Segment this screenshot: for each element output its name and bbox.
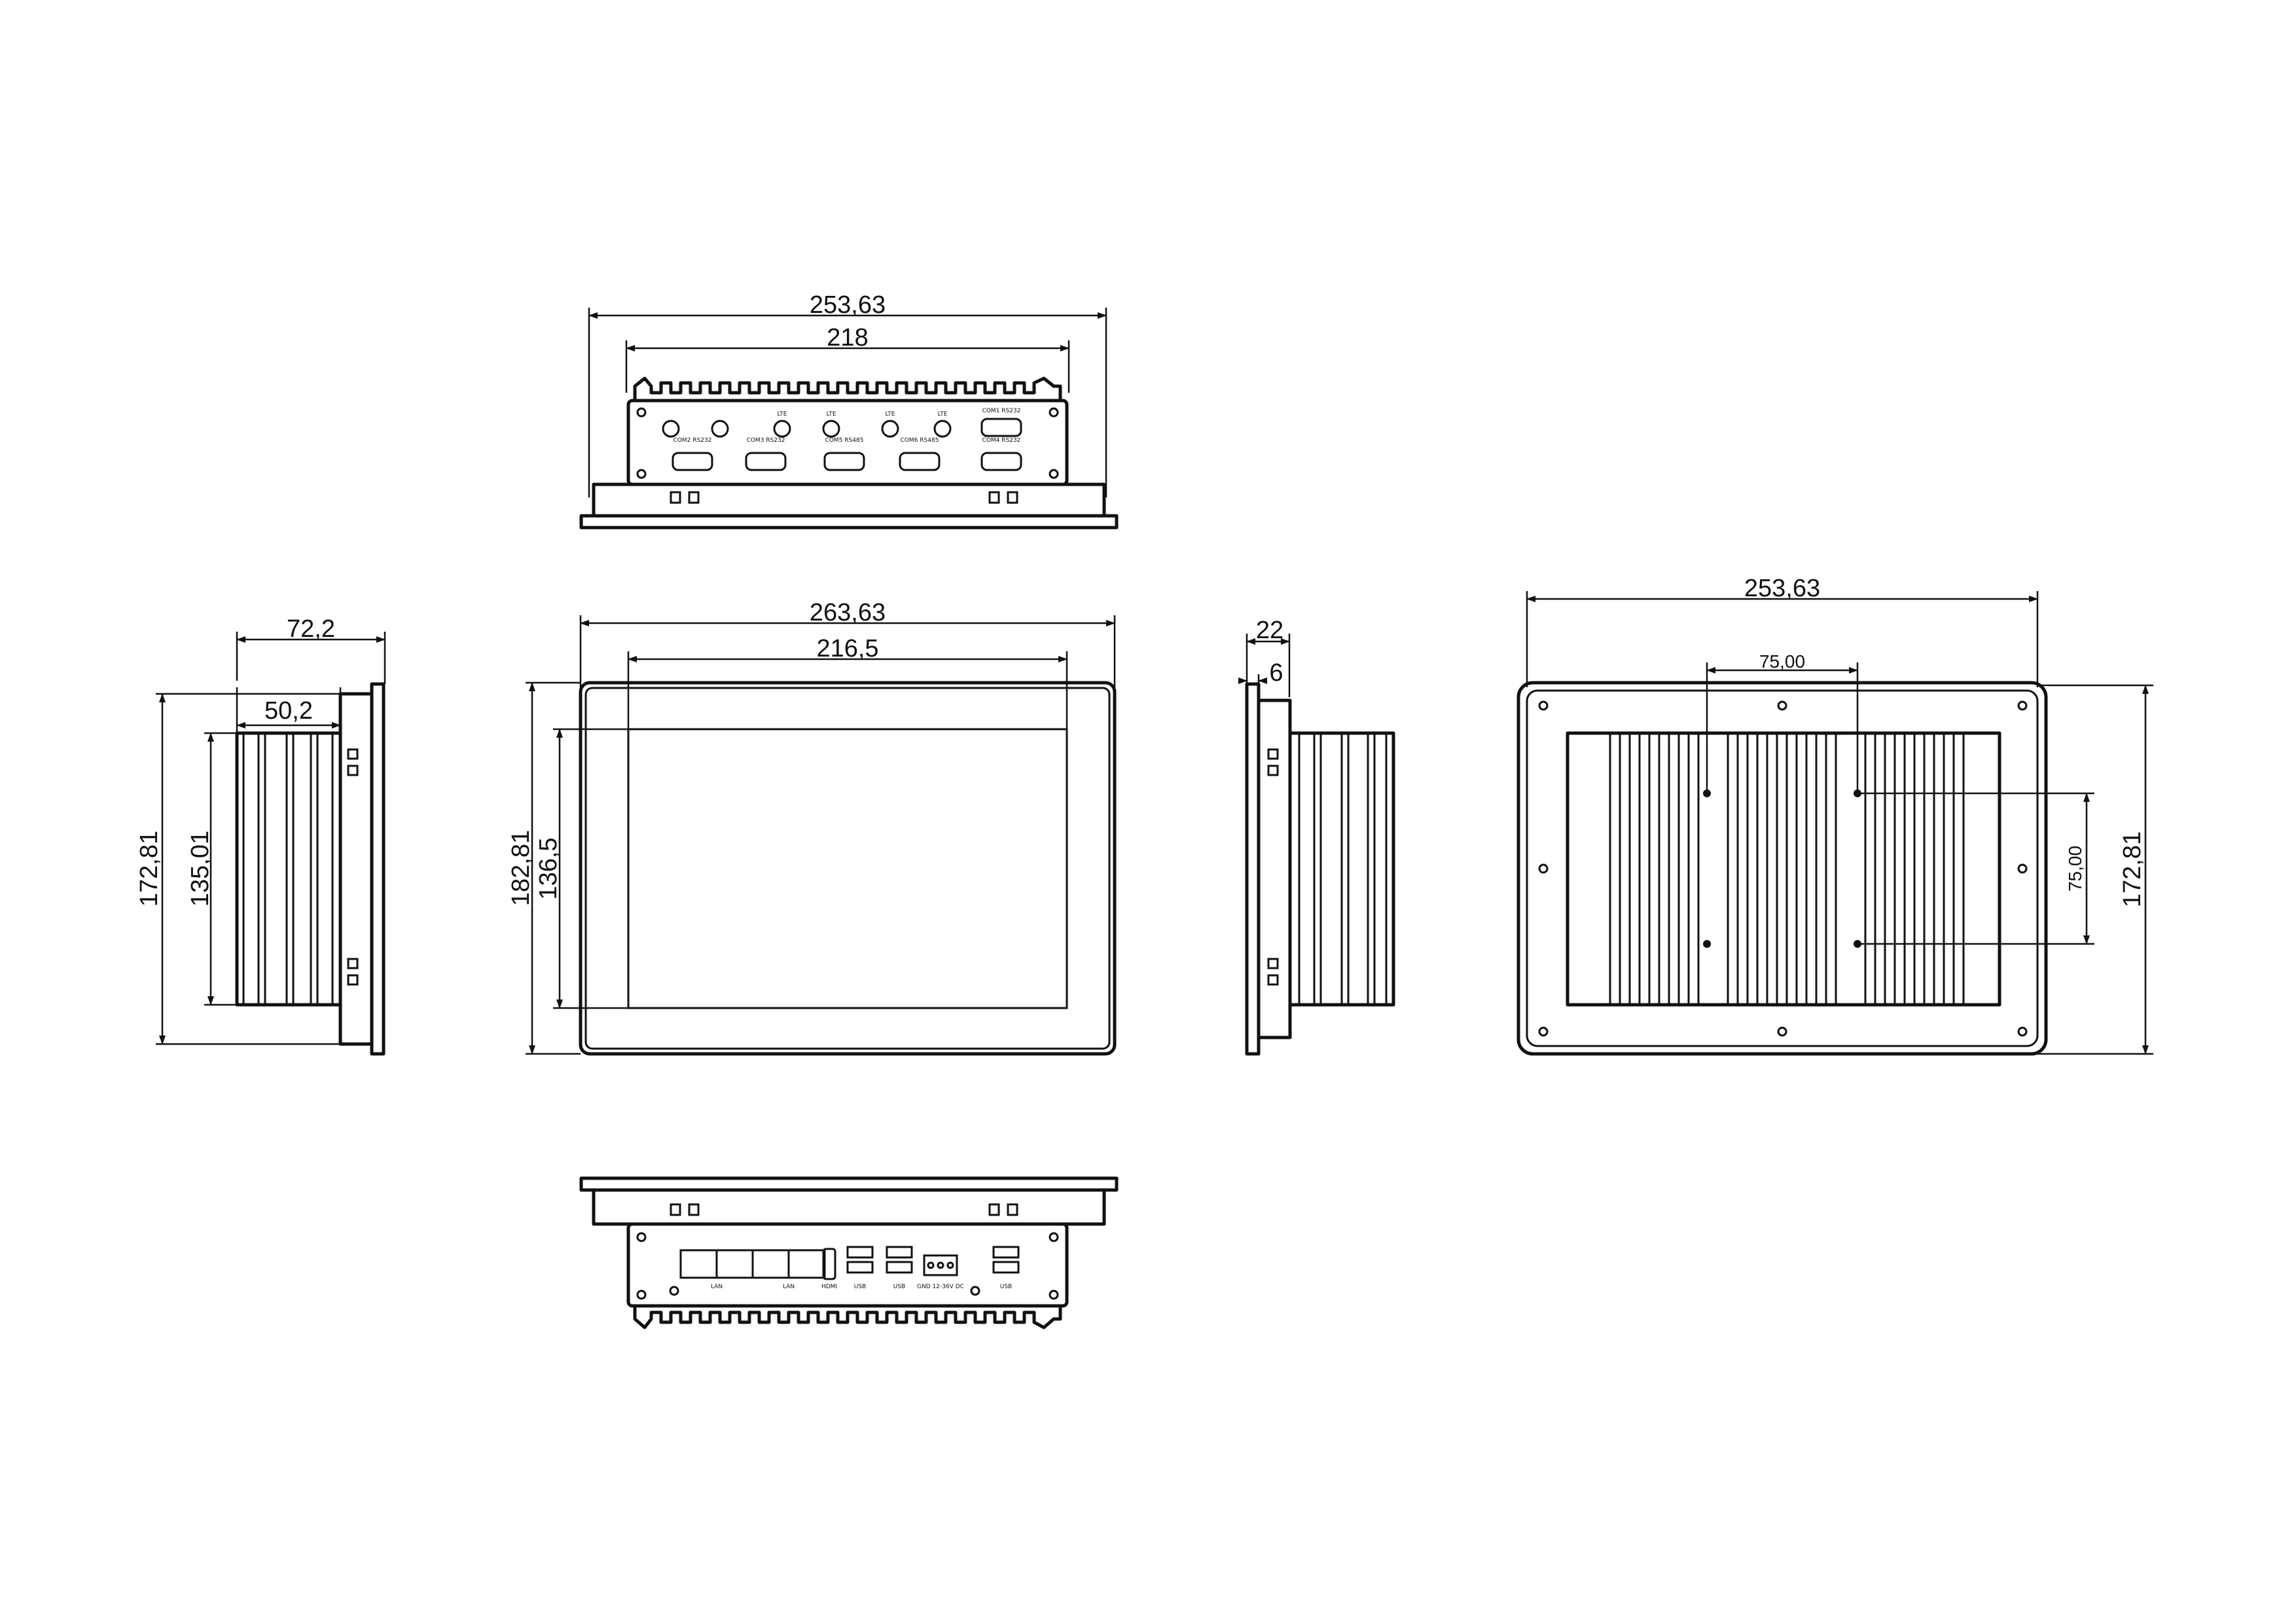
lan-label-1: LAN [711,1284,723,1290]
com6-label: COM6 RS485 [901,437,939,444]
front-dim-screen-height: 136,5 [535,837,562,899]
back-dim-vesa-v: 75,00 [2065,846,2085,892]
left-view: 72,2 50,2 172,81 135,01 [135,615,386,1056]
top-dim-overall-width: 253,63 [810,291,886,319]
back-dim-width: 253,63 [1744,575,1820,602]
left-dim-depth: 72,2 [287,615,335,643]
com3-label: COM3 RS232 [747,437,785,444]
bottom-view: LAN LAN HDMI USB USB USB GND 12-36V DC [579,1176,1119,1329]
front-dim-overall-height: 182,81 [507,830,535,906]
lte-label-3: LTE [886,411,895,418]
left-dim-height: 172,81 [135,831,163,907]
left-dim-body-height: 135,01 [187,831,214,907]
com4-label: COM4 RS232 [982,437,1021,444]
right-dim-depth: 22 [1256,617,1283,644]
right-dim-bezel: 6 [1269,659,1283,687]
power-label: GND 12-36V DC [917,1284,964,1290]
top-view: 253,63 218 LTE LTE LTE LTE COM1 RS232 CO… [579,291,1119,530]
usb-label-1: USB [854,1284,866,1290]
com1-label: COM1 RS232 [982,408,1021,414]
front-view: 263,63 216,5 182,81 136,5 [507,599,1117,1056]
lan-label-2: LAN [783,1284,795,1290]
top-dim-inner-width: 218 [827,324,868,352]
right-view: 22 6 [1238,617,1395,1056]
lte-label-2: LTE [827,411,836,418]
hdmi-label: HDMI [821,1284,837,1290]
usb-label-2: USB [893,1284,905,1290]
com2-label: COM2 RS232 [673,437,712,444]
lte-label-1: LTE [778,411,787,418]
back-dim-vesa-h: 75,00 [1759,651,1805,672]
back-view: 253,63 75,00 75,00 172,81 [1516,575,2153,1056]
left-dim-body-depth: 50,2 [264,697,313,725]
front-dim-overall-width: 263,63 [810,599,886,626]
back-dim-height: 172,81 [2119,831,2146,907]
com5-label: COM5 RS485 [825,437,864,444]
front-dim-screen-width: 216,5 [816,635,878,662]
lte-label-4: LTE [938,411,948,418]
usb-label-3: USB [1000,1284,1012,1290]
